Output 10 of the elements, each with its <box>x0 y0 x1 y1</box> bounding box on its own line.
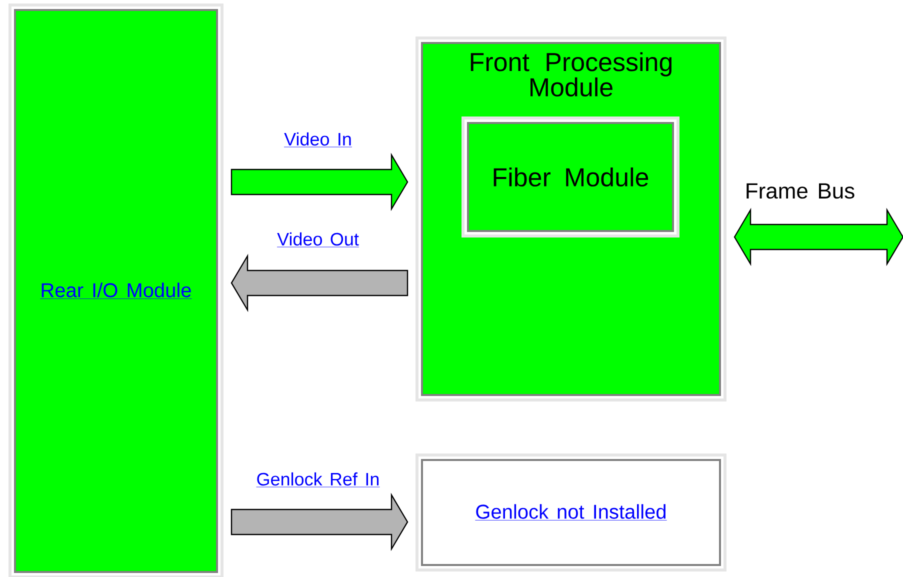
edge-label: Genlock Ref In <box>255 471 381 489</box>
module-box: Rear I/O Module <box>8 4 224 577</box>
block-arrow <box>230 492 408 552</box>
module-box: Fiber Module <box>462 116 680 238</box>
block-arrow <box>230 152 408 212</box>
status-box: Genlock not Installed <box>416 454 726 572</box>
block-arrow <box>734 208 903 266</box>
edge-label: Video In <box>283 131 353 149</box>
edge-label: Video Out <box>276 231 360 249</box>
edge-label: Frame Bus <box>744 182 856 200</box>
